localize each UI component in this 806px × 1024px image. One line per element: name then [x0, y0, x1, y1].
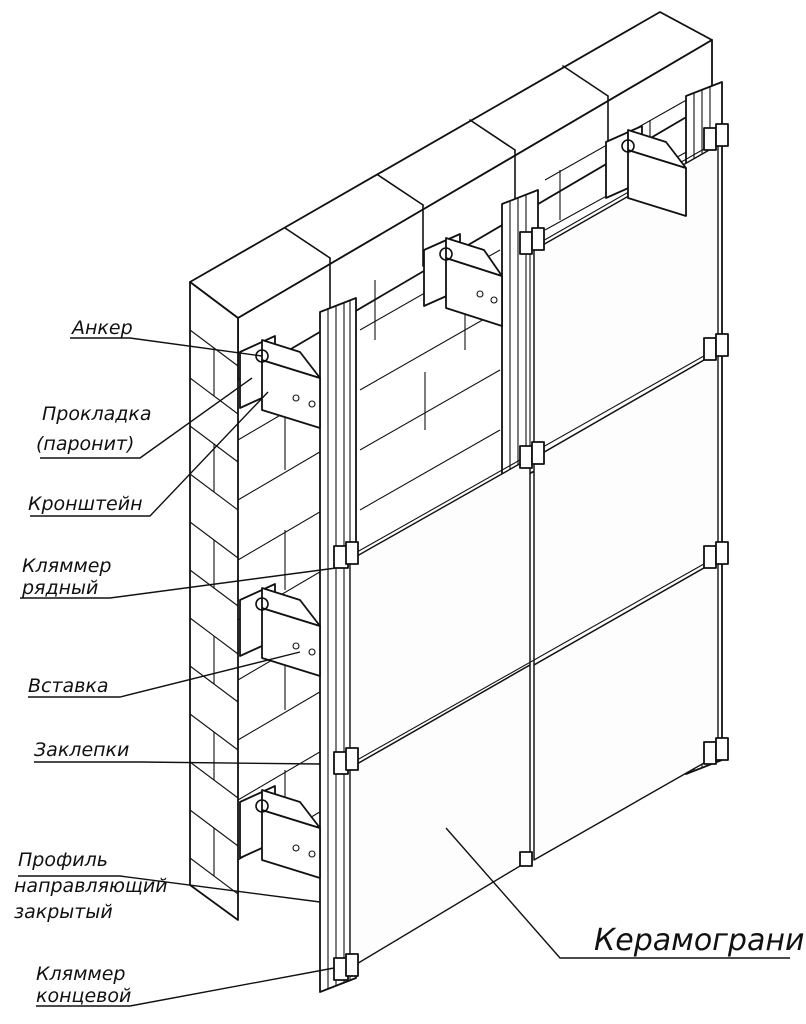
label-clamp-row-line2: рядный — [21, 577, 98, 599]
label-profile-line2: направляющий — [14, 875, 168, 897]
label-rivets: Заклепки — [34, 739, 129, 761]
labels: Анкер Прокладка (паронит) Кронштейн Клям… — [14, 317, 806, 1007]
wall-side-joints — [189, 329, 239, 895]
bracket-top-right — [605, 125, 687, 217]
clamps — [333, 123, 729, 981]
porcelain-panels — [349, 140, 719, 969]
label-clamp-row-line1: Кляммер — [22, 555, 111, 577]
label-profile-line1: Профиль — [18, 849, 108, 871]
brackets — [239, 125, 687, 879]
label-insert: Вставка — [28, 675, 109, 697]
label-clamp-end-line1: Кляммер — [36, 963, 125, 985]
label-clamp-end-line2: концевой — [36, 985, 131, 1007]
masonry-wall — [189, 11, 713, 921]
bracket-bottom-left — [239, 785, 321, 879]
label-profile-line3: закрытый — [14, 901, 113, 923]
leader-lines — [18, 337, 790, 1007]
label-porcelain: Керамогранит — [594, 923, 806, 958]
label-gasket-line1: Прокладка — [42, 403, 152, 425]
bracket-top-left — [239, 335, 321, 429]
bracket-mid-left — [239, 583, 321, 677]
bracket-top-middle — [423, 233, 503, 327]
label-gasket-line2: (паронит) — [36, 433, 134, 455]
label-bracket: Кронштейн — [28, 493, 143, 515]
label-anchor: Анкер — [70, 317, 133, 339]
